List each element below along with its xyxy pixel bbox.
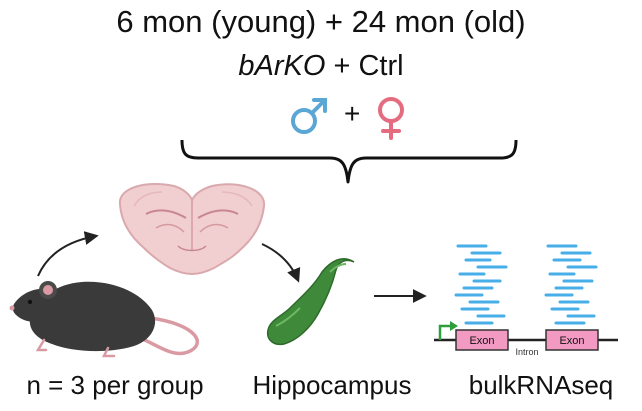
genotype-ko-label: bArKO <box>238 50 326 82</box>
mouse-illustration <box>9 281 200 358</box>
intron-label: Intron <box>515 347 538 357</box>
exon-box-1 <box>455 329 509 351</box>
gene-structure-diagram: Exon Exon Intron <box>434 321 618 357</box>
female-symbol-icon <box>378 97 404 140</box>
hippocampus-illustration <box>266 258 355 346</box>
group-brace <box>180 139 518 184</box>
exon-label-2: Exon <box>559 335 584 347</box>
exon-box-2 <box>545 329 599 351</box>
genotype-line: bArKO + Ctrl <box>0 52 642 81</box>
hippocampus-caption: Hippocampus <box>252 370 412 400</box>
sample-size-caption: n = 3 per group <box>26 370 204 400</box>
sex-plus-sign: + <box>344 98 361 129</box>
male-symbol-icon <box>291 98 327 134</box>
promoter-arrow-icon <box>438 324 452 340</box>
exon-label-1: Exon <box>469 335 494 347</box>
brain-coronal-section <box>118 183 266 276</box>
age-groups-title: 6 mon (young) + 24 mon (old) <box>116 4 526 39</box>
genotype-ctrl-label: + Ctrl <box>325 50 404 82</box>
bulk-rnaseq-caption: bulkRNAseq <box>468 370 614 400</box>
arrow-mouse-to-brain <box>37 231 99 277</box>
arrow-brain-to-hippocampus <box>261 243 301 283</box>
sequencing-reads <box>454 244 598 325</box>
